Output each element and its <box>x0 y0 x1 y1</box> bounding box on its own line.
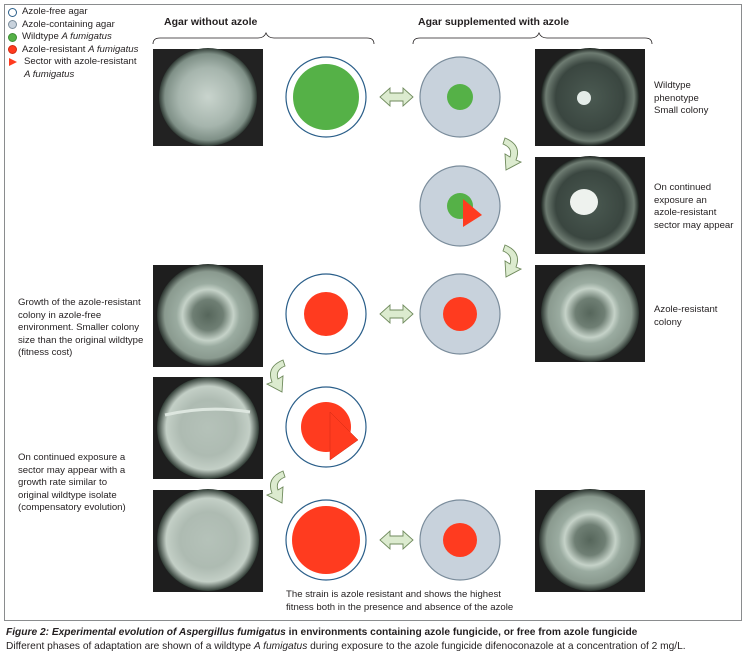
schematic-azole-compensated <box>419 499 501 581</box>
plate-photo-1 <box>153 48 263 146</box>
curved-arrow-icon <box>502 137 523 171</box>
plate-photo-8 <box>535 489 645 592</box>
schematic-azole-sector <box>419 165 501 247</box>
header-right: Agar supplemented with azole <box>418 16 570 28</box>
wildtype-swatch-icon <box>8 32 17 42</box>
schematic-azole-free-sector <box>285 386 367 468</box>
sector-triangle-icon <box>9 58 17 66</box>
curved-arrow-icon <box>265 359 286 393</box>
legend-item-resistant: Azole-resistant A fumigatus <box>8 44 138 57</box>
brace-right <box>412 31 653 45</box>
double-arrow-icon <box>379 86 414 108</box>
legend-item-azole-free: Azole-free agar <box>8 6 138 19</box>
schematic-azole-free-compensated <box>285 499 367 581</box>
caption-title: Figure 2: Experimental evolution of Aspe… <box>6 627 638 638</box>
schematic-azole-wildtype <box>419 56 501 138</box>
plate-photo-4 <box>153 264 263 367</box>
legend: Azole-free agar Azole-containing agar Wi… <box>8 6 138 81</box>
legend-label: Azole-free agar <box>22 6 88 17</box>
legend-item-wildtype: Wildtype A fumigatus <box>8 31 138 44</box>
brace-left <box>152 31 375 45</box>
resistant-swatch-icon <box>8 45 17 54</box>
plate-photo-3 <box>535 156 645 254</box>
header-left: Agar without azole <box>164 16 258 28</box>
legend-label: Wildtype A fumigatus <box>22 31 112 42</box>
plate-photo-2 <box>535 48 645 146</box>
figure-caption: Figure 2: Experimental evolution of Aspe… <box>6 626 742 653</box>
plate-photo-7 <box>153 489 263 592</box>
azole-free-agar-swatch-icon <box>8 7 17 17</box>
legend-item-azole-containing: Azole-containing agar <box>8 19 138 32</box>
legend-label: Azole-resistant A fumigatus <box>22 43 139 55</box>
schematic-azole-free-resistant <box>285 273 367 355</box>
curved-arrow-icon <box>502 244 523 278</box>
double-arrow-icon <box>379 303 414 325</box>
legend-label: Azole-containing agar <box>22 18 115 30</box>
plate-photo-5 <box>535 264 645 362</box>
caption-body: Different phases of adaptation are shown… <box>6 640 686 652</box>
schematic-azole-resistant <box>419 273 501 355</box>
double-arrow-icon <box>379 529 414 551</box>
azole-agar-swatch-icon <box>8 20 17 29</box>
schematic-azole-free-wildtype <box>285 56 367 138</box>
plate-photo-6 <box>153 377 263 479</box>
note-highest-fitness: The strain is azole resistant and shows … <box>286 589 514 613</box>
curved-arrow-icon <box>265 470 286 504</box>
